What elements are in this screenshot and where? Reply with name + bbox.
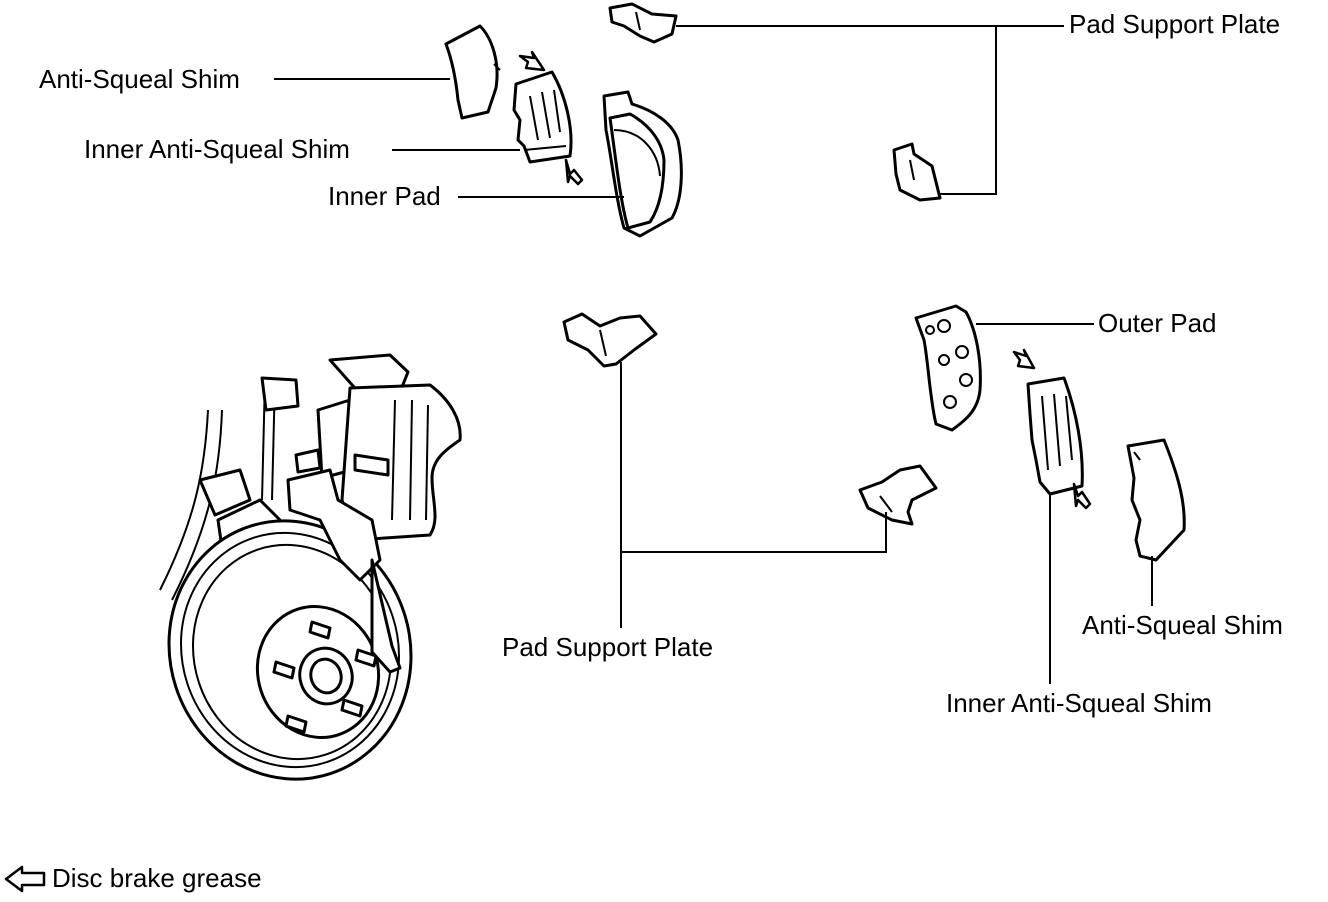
inner-anti-squeal-shim-right-part [1026,376,1084,496]
anti-squeal-shim-left-part [444,24,501,120]
legend-text: Disc brake grease [52,863,262,893]
label-pad-support-plate-top: Pad Support Plate [1069,9,1280,39]
inner-pad-part [602,90,683,238]
anti-squeal-shim-right-part [1126,438,1186,562]
legend: Disc brake grease [4,863,262,893]
pad-support-plate-middle-part [562,312,658,368]
label-pad-support-plate-bottom: Pad Support Plate [502,632,713,662]
grease-arrow-icon [1072,482,1092,510]
inner-anti-squeal-shim-left-part [512,70,573,164]
label-inner-pad: Inner Pad [328,181,441,211]
label-inner-anti-squeal-shim-left: Inner Anti-Squeal Shim [84,134,350,164]
outer-pad-part [914,304,982,432]
grease-arrow-icon [564,158,584,186]
grease-arrow-icon [1012,348,1036,370]
pad-support-plate-top-lower-part [892,142,942,202]
label-outer-pad: Outer Pad [1098,308,1217,338]
pad-support-plate-lower-part [858,464,938,526]
label-inner-anti-squeal-shim-right: Inner Anti-Squeal Shim [946,688,1212,718]
disc-caliper-assembly-illustration [159,353,462,781]
outline-arrow-left-icon [4,865,46,893]
grease-arrow-icon [518,50,546,72]
leader-lines [274,25,1153,684]
label-anti-squeal-shim-left: Anti-Squeal Shim [39,64,240,94]
label-anti-squeal-shim-right: Anti-Squeal Shim [1082,610,1283,640]
pad-support-plate-top-part [608,2,678,44]
